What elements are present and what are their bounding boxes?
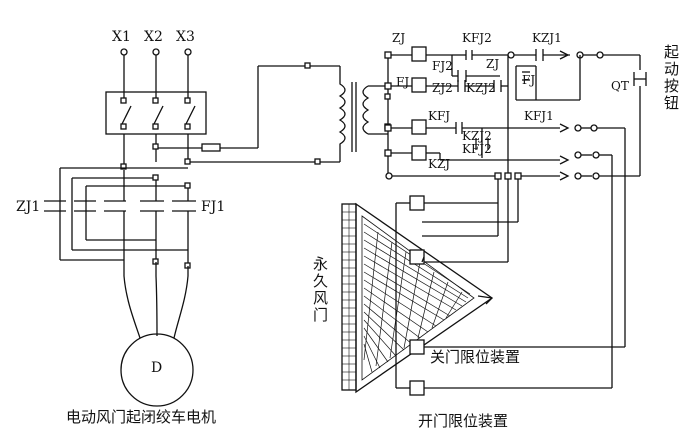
transformer [338, 56, 393, 180]
limit-switch-top [409, 195, 425, 211]
phase-label-x1: X1 [112, 29, 131, 45]
control-circuit [384, 46, 647, 388]
contactor-label-fj1: FJ1 [201, 199, 226, 215]
limit-switch-open [409, 380, 425, 396]
row3-label-kzj2: KZJ2 [462, 129, 492, 143]
start-button-label: 起动按钮 [662, 44, 680, 112]
relay-coil-kfj [411, 119, 427, 135]
fuse [201, 143, 221, 152]
switch-label-qt: QT [611, 79, 629, 93]
row3-label-kfj1: KFJ1 [524, 109, 554, 123]
motor [120, 333, 194, 407]
relay-coil-kzj [411, 145, 427, 161]
upper-limit-label: 关门限位装置 [430, 348, 521, 366]
row3-label-kfj2: KFJ2 [462, 142, 492, 156]
row2-label-zj2: ZJ2 [432, 81, 453, 95]
phase-label-x2: X2 [144, 29, 163, 45]
power-circuit [44, 48, 340, 407]
contactor-label-zj1: ZJ1 [16, 199, 41, 215]
row1-label-fj2: FJ2 [432, 59, 453, 73]
door-assembly [341, 195, 626, 396]
row1-label-kzj1: KZJ1 [532, 31, 562, 45]
row1-label-zj-contact: ZJ [486, 57, 500, 71]
fj1-contacts [140, 200, 196, 212]
zj1-contacts [44, 200, 126, 212]
motor-caption: 电动风门起闭绞车电机 [66, 408, 217, 426]
row2-label-fj-contact: FJ [522, 73, 536, 87]
phase-label-x3: X3 [176, 29, 195, 45]
relay-coil-zj [411, 46, 427, 62]
door-label: 永久风门 [311, 256, 329, 324]
limit-switch-close [409, 339, 425, 355]
motor-label: D [151, 360, 163, 376]
row2-label-fj: FJ [396, 75, 410, 89]
row3-label-kfj: KFJ [428, 109, 451, 123]
row1-label-zj: ZJ [392, 31, 406, 45]
row4-label-kzj: KZJ [428, 157, 451, 171]
row1-label-kfj2: KFJ2 [462, 31, 492, 45]
row2-label-kzj2: KZJ2 [466, 81, 496, 95]
main-switch-contacts [120, 97, 196, 130]
lower-limit-label: 开门限位装置 [418, 412, 509, 430]
relay-coil-fj [411, 77, 427, 93]
